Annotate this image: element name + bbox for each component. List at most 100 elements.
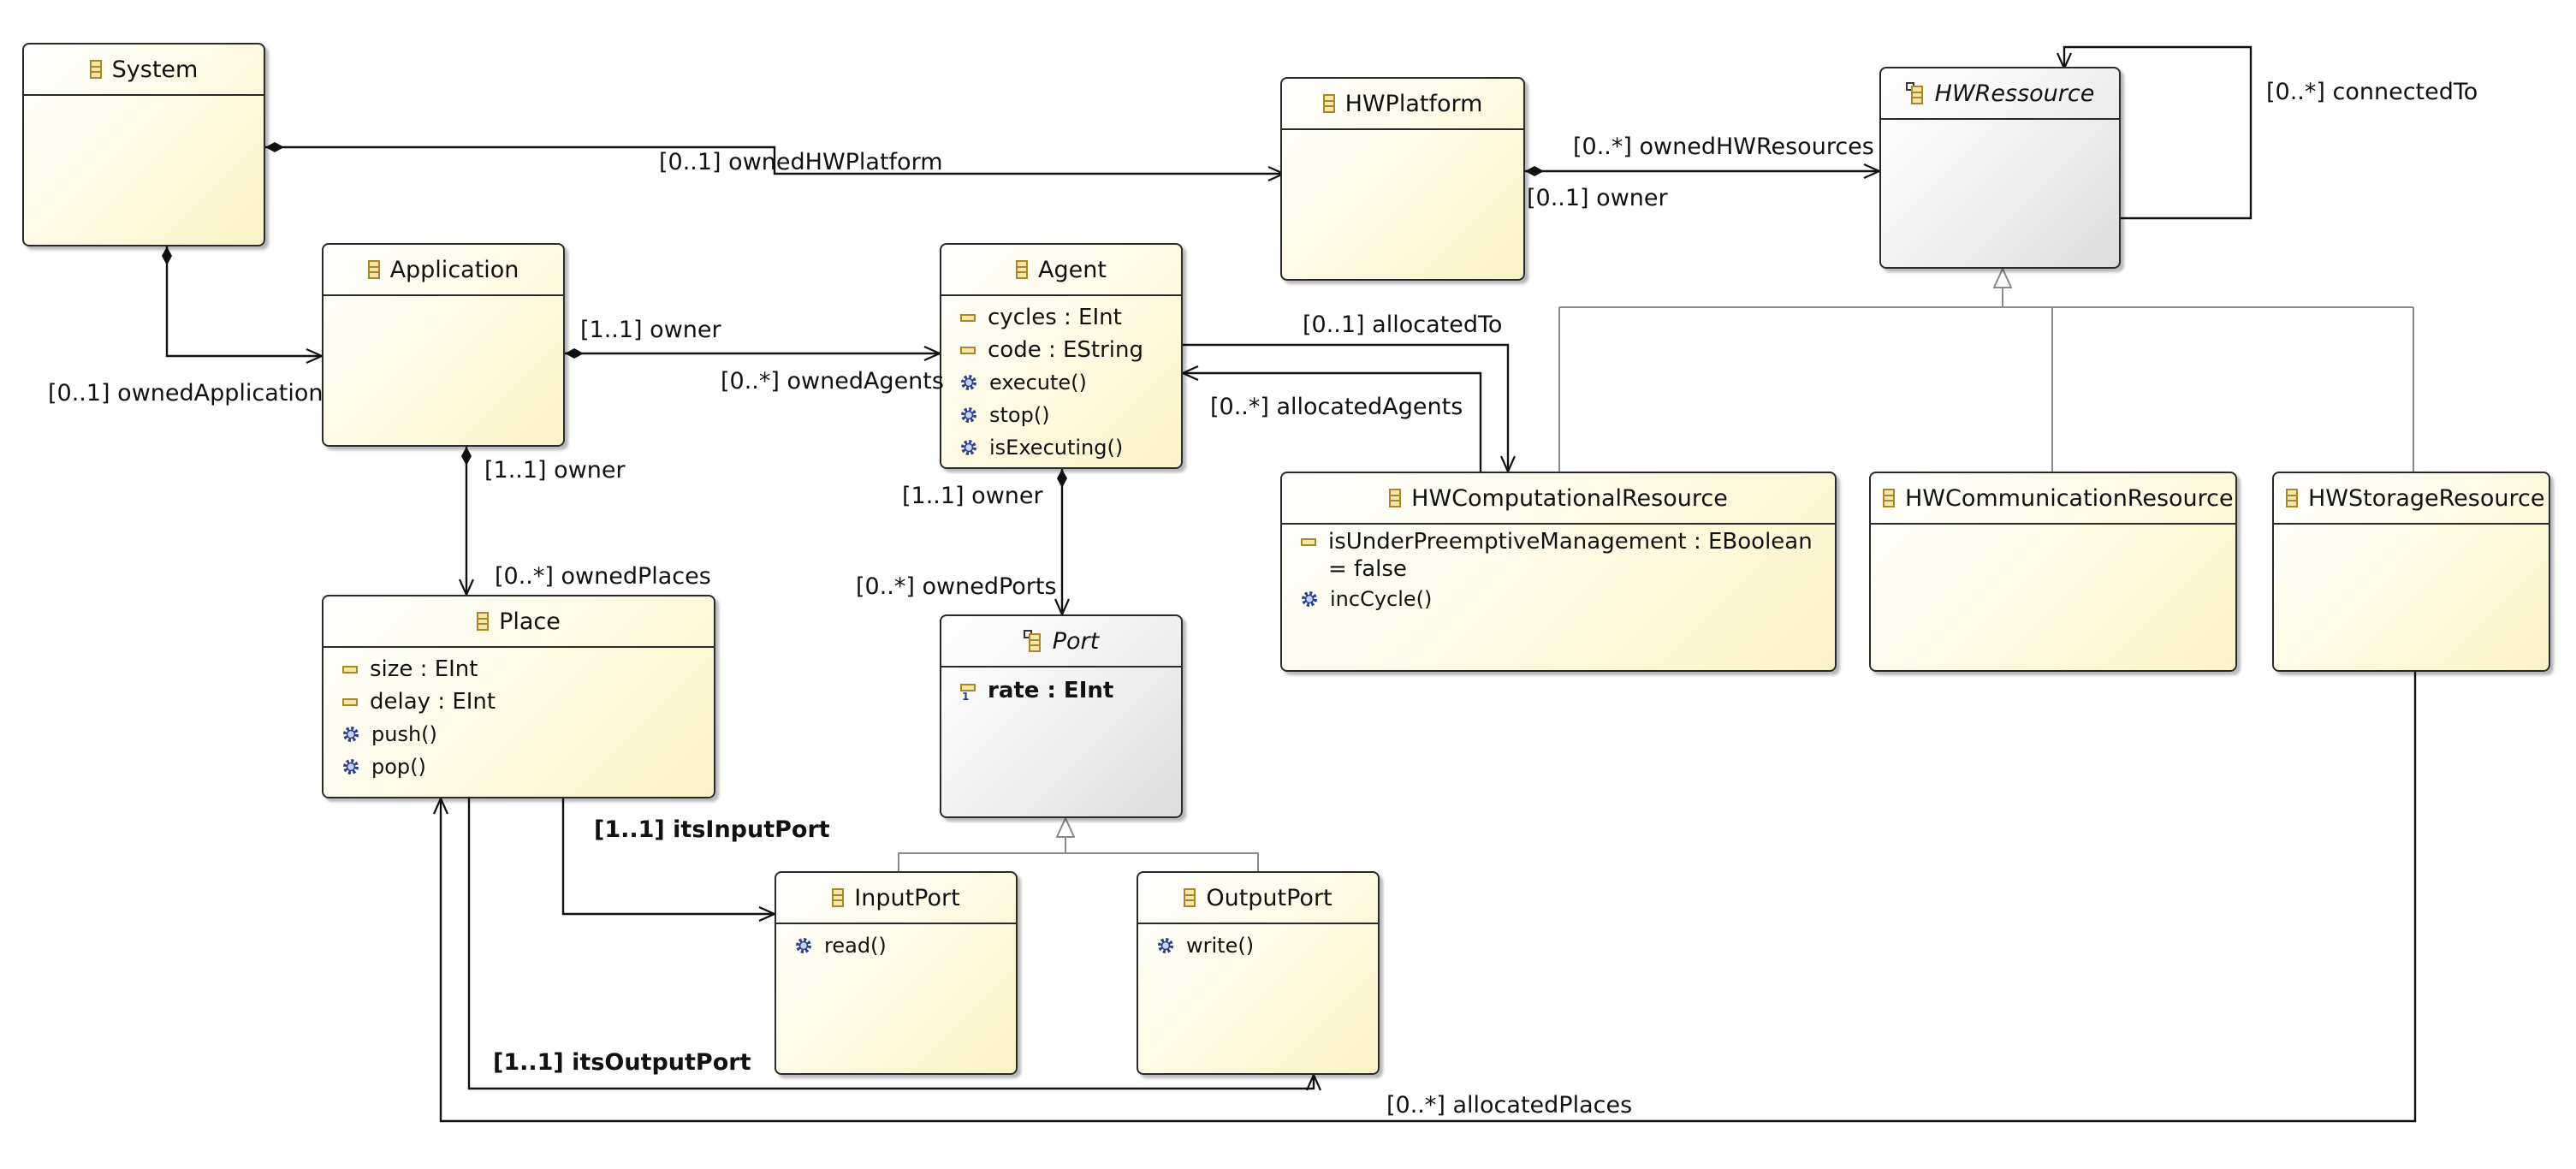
class-icon: [367, 260, 380, 279]
label-its-output-port: [1..1] itsOutputPort: [493, 1049, 751, 1076]
class-hwcomputational-header: HWComputationalResource: [1282, 473, 1835, 525]
attribute-size[interactable]: size : EInt: [342, 653, 714, 685]
class-agent-header: Agent: [941, 245, 1181, 296]
operation-read[interactable]: read(): [795, 929, 1016, 962]
label-owned-places: [0..*] ownedPlaces: [495, 563, 711, 590]
class-hwressource[interactable]: HWRessource: [1879, 67, 2121, 269]
class-icon: [1389, 489, 1402, 507]
edge-hwcomputational-agent: [1183, 373, 1482, 472]
gear-icon: [1158, 938, 1173, 953]
label-agent-owner: [1..1] owner: [902, 483, 1043, 509]
class-agent[interactable]: Agent cycles : EInt code : EString execu…: [940, 243, 1183, 469]
gear-icon: [343, 759, 359, 774]
edge-hwressource-connectedto: [2064, 45, 2253, 220]
label-allocated-agents: [0..*] allocatedAgents: [1210, 394, 1463, 420]
label-allocated-to: [0..1] allocatedTo: [1303, 312, 1503, 338]
attribute-icon: [1301, 537, 1316, 546]
operation-write[interactable]: write(): [1157, 929, 1378, 962]
class-inputport-header: InputPort: [776, 873, 1016, 924]
attribute-icon: [342, 665, 358, 674]
class-inputport[interactable]: InputPort read(): [775, 871, 1018, 1075]
class-icon: [832, 888, 845, 907]
attribute-code[interactable]: code : EString: [960, 334, 1181, 366]
label-owned-hwplatform: [0..1] ownedHWPlatform: [659, 149, 943, 175]
class-port-header: Port: [941, 616, 1181, 668]
class-name: Agent: [1038, 256, 1107, 283]
operation-stop[interactable]: stop(): [960, 399, 1181, 431]
class-hwressource-header: HWRessource: [1881, 68, 2119, 120]
class-icon: [1322, 94, 1335, 113]
edge-place-outputport: [467, 798, 1314, 1089]
class-name: System: [111, 56, 199, 83]
class-name: HWComputationalResource: [1411, 484, 1728, 512]
required-attribute-icon: [960, 683, 976, 703]
class-port[interactable]: Port rate : EInt: [940, 614, 1183, 818]
label-hwplatform-owner: [0..1] owner: [1527, 185, 1668, 211]
gear-icon: [961, 440, 976, 455]
class-icon: [1016, 260, 1029, 279]
operation-push[interactable]: push(): [342, 718, 714, 751]
abstract-class-icon: [1905, 82, 1925, 104]
attribute-delay[interactable]: delay : EInt: [342, 685, 714, 718]
attribute-rate[interactable]: rate : EInt: [960, 674, 1181, 707]
class-hwcommunication-header: HWCommunicationResource: [1871, 473, 2235, 525]
class-hwplatform-header: HWPlatform: [1282, 79, 1523, 130]
gear-icon: [961, 375, 976, 390]
label-owned-application: [0..1] ownedApplication: [48, 380, 323, 406]
class-icon: [1184, 888, 1196, 907]
label-allocated-places: [0..*] allocatedPlaces: [1386, 1092, 1633, 1119]
gear-icon: [796, 938, 811, 953]
label-connected-to: [0..*] connectedTo: [2266, 79, 2478, 105]
label-application-owner-places: [1..1] owner: [484, 457, 626, 484]
operation-pop[interactable]: pop(): [342, 751, 714, 783]
attribute-default-value: = false: [1328, 556, 1407, 582]
label-owned-ports: [0..*] ownedPorts: [856, 573, 1057, 600]
class-icon: [1883, 489, 1895, 507]
label-its-input-port: [1..1] itsInputPort: [594, 816, 830, 843]
class-hwstorage-header: HWStorageResource: [2274, 473, 2549, 525]
edge-hwstorage-place: [441, 672, 2417, 1123]
label-owned-hwresources: [0..*] ownedHWResources: [1573, 134, 1874, 160]
edge-agent-hwcomputational: [1183, 343, 1508, 472]
attribute-icon: [342, 697, 358, 706]
class-name: InputPort: [854, 884, 960, 911]
gear-icon: [343, 727, 359, 742]
attribute-icon: [960, 313, 976, 322]
class-system-header: System: [24, 45, 264, 96]
class-outputport[interactable]: OutputPort write(): [1137, 871, 1380, 1075]
class-icon: [89, 60, 102, 79]
class-hwcommunicationresource[interactable]: HWCommunicationResource: [1869, 472, 2237, 672]
class-system[interactable]: System: [22, 43, 265, 246]
class-application[interactable]: Application: [322, 243, 565, 447]
attribute-isunderpreemptivemanagement[interactable]: isUnderPreemptiveManagement : EBoolean: [1301, 528, 1835, 555]
class-hwcomputationalresource[interactable]: HWComputationalResource isUnderPreemptiv…: [1280, 472, 1837, 672]
class-name: OutputPort: [1206, 884, 1333, 911]
class-hwplatform[interactable]: HWPlatform: [1280, 77, 1525, 281]
attribute-cycles[interactable]: cycles : EInt: [960, 301, 1181, 334]
class-outputport-header: OutputPort: [1138, 873, 1378, 924]
class-name: Port: [1052, 627, 1100, 655]
class-name: Application: [389, 256, 519, 283]
abstract-class-icon: [1023, 630, 1042, 652]
class-name: Place: [499, 608, 561, 635]
operation-inccycle[interactable]: incCycle(): [1301, 583, 1835, 615]
class-name: HWPlatform: [1344, 90, 1483, 117]
class-icon: [477, 612, 490, 631]
operation-execute[interactable]: execute(): [960, 366, 1181, 399]
class-name: HWCommunicationResource: [1905, 484, 2234, 512]
class-icon: [2286, 489, 2298, 507]
edge-place-inputport: [561, 798, 775, 914]
class-application-header: Application: [323, 245, 563, 296]
gear-icon: [961, 407, 976, 423]
gear-icon: [1302, 591, 1317, 607]
class-name: HWStorageResource: [2308, 484, 2545, 512]
class-place[interactable]: Place size : EInt delay : EInt push() po…: [322, 595, 715, 798]
edge-system-hwplatform: [265, 147, 1284, 174]
edge-system-application: [167, 246, 322, 356]
class-name: HWRessource: [1934, 80, 2095, 107]
generalization-port: [898, 818, 1259, 871]
attribute-icon: [960, 346, 976, 354]
class-hwstorageresource[interactable]: HWStorageResource: [2272, 472, 2550, 672]
operation-isexecuting[interactable]: isExecuting(): [960, 431, 1181, 464]
